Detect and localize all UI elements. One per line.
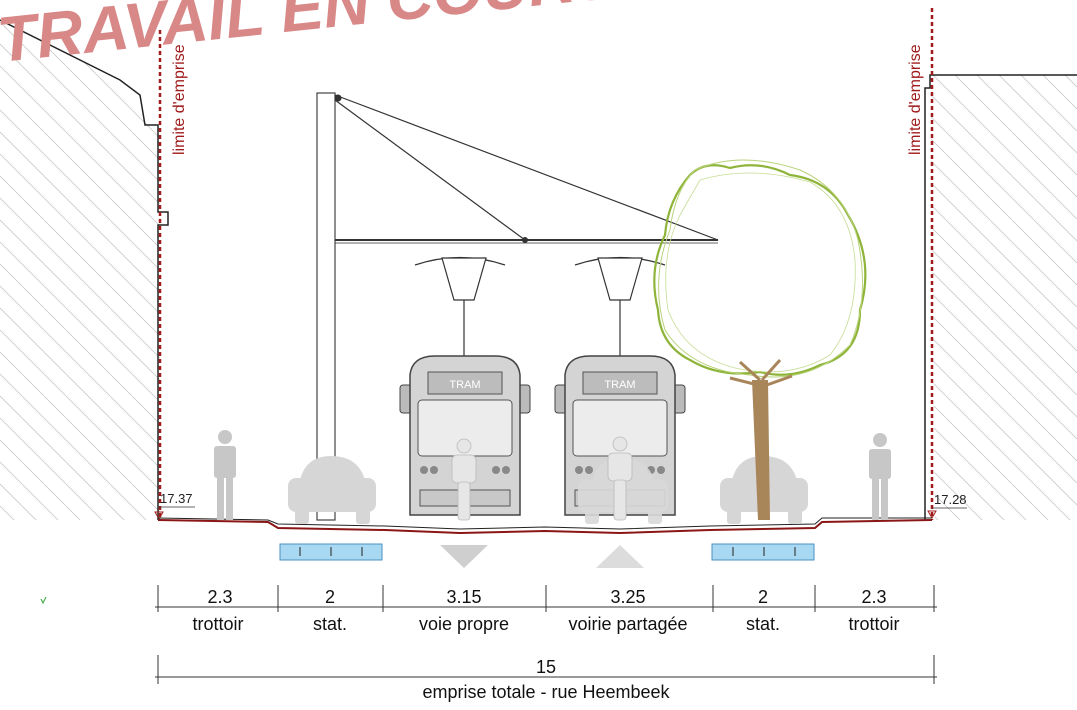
total-label: emprise totale - rue Heembeek: [422, 682, 670, 702]
segment-width: 2: [325, 587, 335, 607]
segment-label: voirie partagée: [568, 614, 687, 634]
catenary-pole: [316, 92, 719, 521]
tram-label-2: TRAM: [604, 379, 635, 391]
limite-label-right: limite d'emprise: [907, 44, 924, 155]
watermark: TRAVAIL EN COURS: [0, 0, 621, 76]
ground-profile: [157, 519, 933, 535]
level-right: 17.28: [934, 492, 967, 507]
segment-label: trottoir: [192, 614, 243, 634]
total-width: 15: [536, 657, 556, 677]
pantograph-2: [574, 256, 666, 358]
drain-right: [711, 543, 815, 561]
drain-left: [279, 543, 383, 561]
level-marker-right: [927, 507, 967, 520]
green-mark: [40, 596, 47, 605]
left-building: [0, 19, 169, 520]
pantograph-1: [414, 256, 506, 358]
car-left: [288, 456, 376, 524]
segment-label: stat.: [313, 614, 347, 634]
slope-marker-down: [440, 545, 488, 568]
level-marker-left: [154, 506, 195, 521]
tree: [653, 159, 867, 520]
cyclist-1: [451, 438, 477, 521]
right-building: [924, 74, 1077, 520]
tram-label-1: TRAM: [449, 379, 480, 391]
segment-width: 2: [758, 587, 768, 607]
segment-width: 3.25: [610, 587, 645, 607]
segment-width: 3.15: [446, 587, 481, 607]
slope-marker-up: [596, 545, 644, 568]
limite-label-left: limite d'emprise: [171, 44, 188, 155]
pedestrian-right: [869, 433, 891, 520]
segment-width: 2.3: [861, 587, 886, 607]
segment-label: trottoir: [848, 614, 899, 634]
cyclist-2: [607, 436, 633, 521]
tram-1: [399, 355, 531, 516]
segment-width: 2.3: [207, 587, 232, 607]
pedestrian-left: [214, 430, 236, 520]
segment-label: voie propre: [419, 614, 509, 634]
segment-dimension-line: [155, 585, 937, 612]
level-left: 17.37: [160, 491, 193, 506]
total-dimension-line: [155, 655, 937, 684]
segment-label: stat.: [746, 614, 780, 634]
